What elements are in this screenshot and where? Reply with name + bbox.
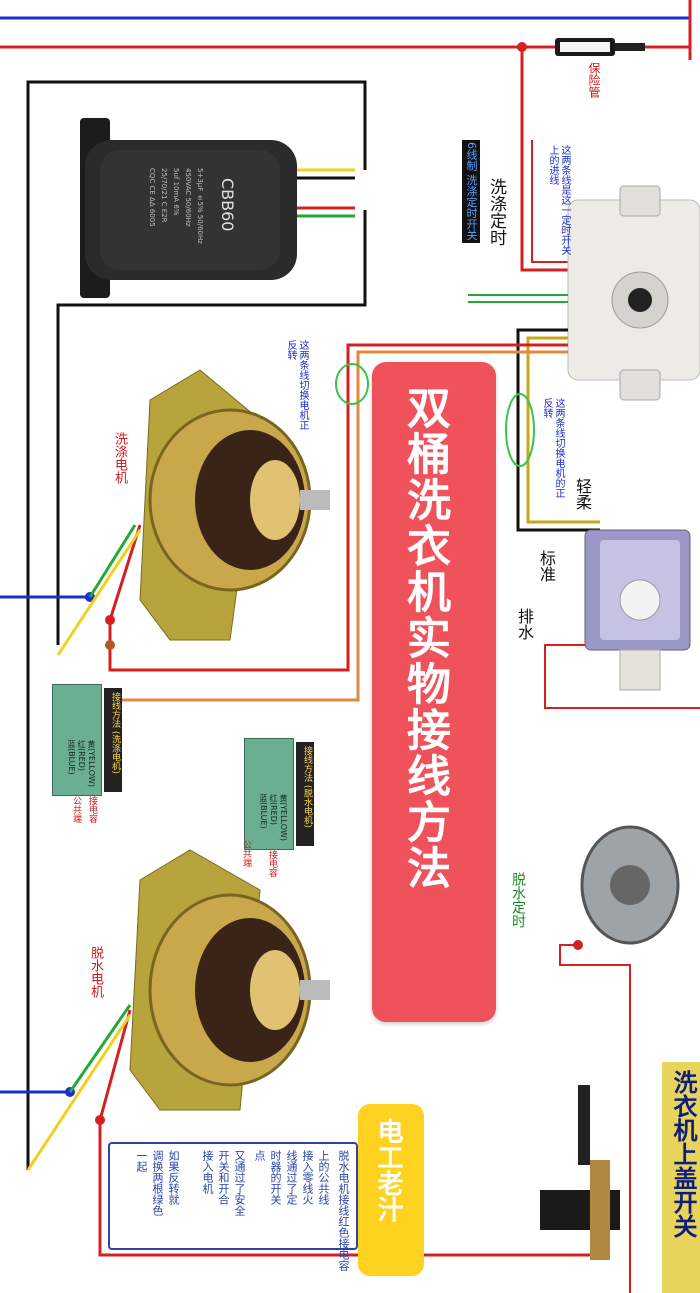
legend-card-spin (244, 738, 294, 850)
legend-line: 黄(YELLOW) (87, 740, 96, 788)
capacitor-spec: 450VAC 50/60Hz (184, 168, 192, 227)
live-spin-timer (559, 944, 631, 1293)
title-banner (372, 362, 496, 1022)
wash-timer-icon (567, 185, 700, 401)
page-title: 双桶洗衣机实物接线方法 (399, 385, 450, 891)
legend-side: 接电容 (87, 796, 97, 823)
wash-timer-note: 6线制 洗涤定时开关 (462, 140, 480, 243)
capacitor-icon (80, 118, 355, 298)
live-to-wash-timer (520, 47, 568, 272)
wash-motor-label: 洗涤电机 (112, 432, 127, 484)
soft-label: 轻柔 (573, 478, 592, 510)
legend-line: 蓝(BLUE) (67, 740, 76, 775)
legend-line: 红(RED) (77, 740, 86, 772)
capacitor-spec: 5uf 10mA 6% (172, 168, 180, 216)
drain-label: 排水 (515, 608, 534, 640)
legend-common: 公共端 (71, 796, 81, 823)
fuse-label: 保险管 (587, 62, 601, 98)
selector-switch-icon (584, 529, 691, 691)
capacitor-spec: 25/70/21 C E2R (160, 168, 168, 223)
note-box (108, 1142, 358, 1250)
hint-mid: 这两条线切换电机的正反转 (541, 398, 564, 498)
legend-side: 接电容 (267, 850, 277, 877)
live-spin-motor (98, 1120, 590, 1257)
note-line: 又通过了安全 (233, 1150, 246, 1216)
note-line: 线通过了定 (285, 1150, 298, 1205)
capacitor-label: CBB60 (218, 178, 237, 232)
wire-red-to-motor (108, 343, 568, 672)
legend-line: 蓝(BLUE) (259, 794, 268, 829)
black-loop-top (26, 80, 367, 1170)
author-badge-text: 电工老汁 (373, 1118, 403, 1222)
note-line: 接入零线火 (301, 1150, 314, 1205)
fuse-icon (555, 38, 645, 56)
note-line: 接入电机 (201, 1150, 214, 1194)
live-to-wash-timer-2 (531, 140, 568, 263)
wire-black-to-selector (516, 328, 600, 532)
spin-motor-label: 脱水电机 (88, 946, 103, 998)
lid-switch-card-text: 洗衣机上盖开关 (669, 1070, 697, 1238)
lid-switch-icon (540, 1085, 620, 1260)
lid-switch-card (662, 1062, 700, 1293)
wire-orange-to-motor (110, 350, 568, 702)
note-line: 脱水电机接线红色接电容 (337, 1150, 350, 1271)
capacitor-spec: 5+3μF ±5% 50/60Hz (196, 168, 204, 244)
legend-card-wash (52, 684, 102, 796)
hint-left: 这两条线切换电机正反转 (285, 340, 308, 430)
legend-line: 红(RED) (269, 794, 278, 826)
standard-label: 标准 (537, 550, 556, 582)
spin-motor-icon (129, 849, 330, 1111)
note-line: 上的公共线 (317, 1150, 330, 1205)
highlight-circle-left (335, 363, 369, 405)
author-badge (358, 1104, 424, 1276)
note-line: 调换两根绿色 (151, 1150, 164, 1216)
note-line: 一起 (135, 1150, 148, 1172)
legend-head-wash: 接线方法 (洗涤电机) (104, 688, 122, 792)
note-line: 如果反转就 (167, 1150, 180, 1205)
wire-drain (544, 644, 700, 709)
wire-yellow-to-selector (526, 336, 600, 524)
wash-motor-icon (139, 369, 330, 641)
black-loop-inner (56, 210, 367, 645)
legend-common: 公共端 (241, 840, 251, 867)
capacitor-spec: CQC CE ΔΔ 6005 (148, 168, 156, 227)
hint-top: 这两条线是这一定时开关上的进线 (547, 145, 570, 255)
spin-timer-label: 脱水定时 (510, 872, 526, 928)
highlight-circle-mid (505, 393, 535, 467)
wash-timer-label: 洗涤定时 (486, 178, 506, 246)
legend-line: 黄(YELLOW) (279, 794, 288, 842)
note-line: 时器的开关 (269, 1150, 282, 1205)
spin-timer-icon (580, 825, 680, 945)
note-line: 开关和开合 (217, 1150, 230, 1205)
legend-head-spin: 接线方法 (脱水电机) (296, 742, 314, 846)
note-line: 点 (253, 1150, 266, 1161)
